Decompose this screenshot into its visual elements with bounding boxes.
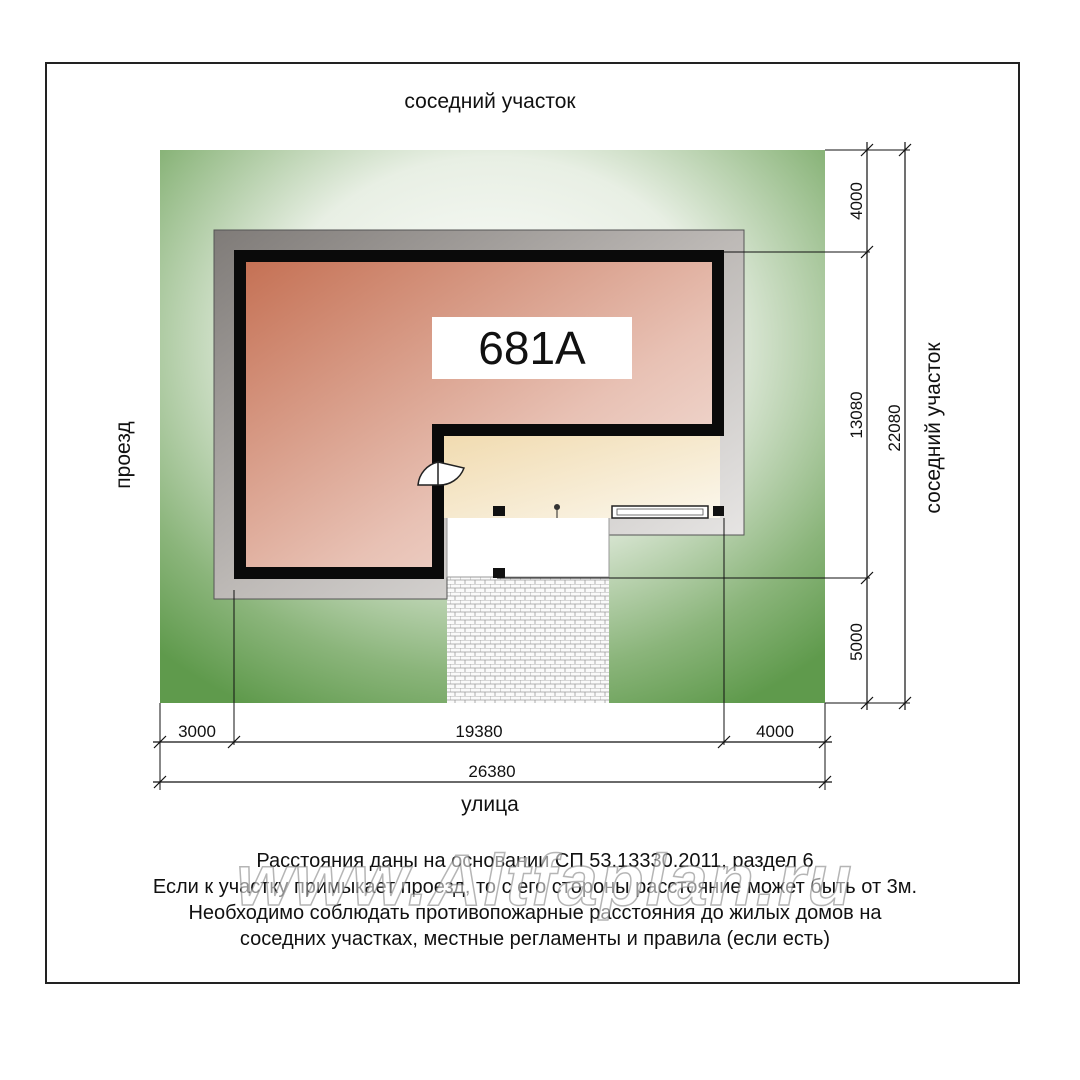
note-line: соседних участках, местные регламенты и …	[239, 928, 831, 950]
note-line: Расстояния даны на основании СП 53.13330…	[256, 850, 814, 872]
post	[713, 506, 724, 516]
dim-right-bottom: 5000	[847, 623, 866, 661]
dim-right-middle: 13080	[847, 391, 866, 438]
note-line: Если к участку примыкает проезд, то с ег…	[152, 876, 918, 898]
dimension-lines	[153, 142, 912, 789]
outer-frame	[45, 62, 1020, 984]
dim-right-total: 22080	[885, 404, 904, 451]
note-line: Необходимо соблюдать противопожарные рас…	[188, 902, 882, 924]
extension-lines	[159, 149, 910, 790]
dim-bottom-left: 3000	[178, 722, 216, 741]
label-right-neighbor: соседний участок	[922, 342, 945, 514]
door-swing-icon	[417, 461, 465, 486]
dim-bottom-middle: 19380	[455, 722, 502, 741]
dim-right-top: 4000	[847, 182, 866, 220]
terrace	[440, 436, 720, 518]
post	[493, 506, 505, 516]
label-driveway: проезд	[112, 421, 135, 488]
label-top-neighbor: соседний участок	[404, 90, 576, 113]
notes-block: Расстояния даны на основании СП 53.13330…	[50, 848, 1020, 952]
lamp-icon	[554, 504, 560, 510]
house-code-tag: 681А	[432, 317, 632, 379]
post	[493, 568, 505, 578]
entrance-platform	[446, 514, 610, 578]
paved-path	[447, 577, 609, 703]
dim-bottom-right: 4000	[756, 722, 794, 741]
watermark: www.Altfaplan.ru	[236, 840, 854, 922]
dim-bottom-total: 26380	[468, 762, 515, 781]
label-street: улица	[461, 793, 519, 816]
bench-inner	[616, 508, 704, 516]
